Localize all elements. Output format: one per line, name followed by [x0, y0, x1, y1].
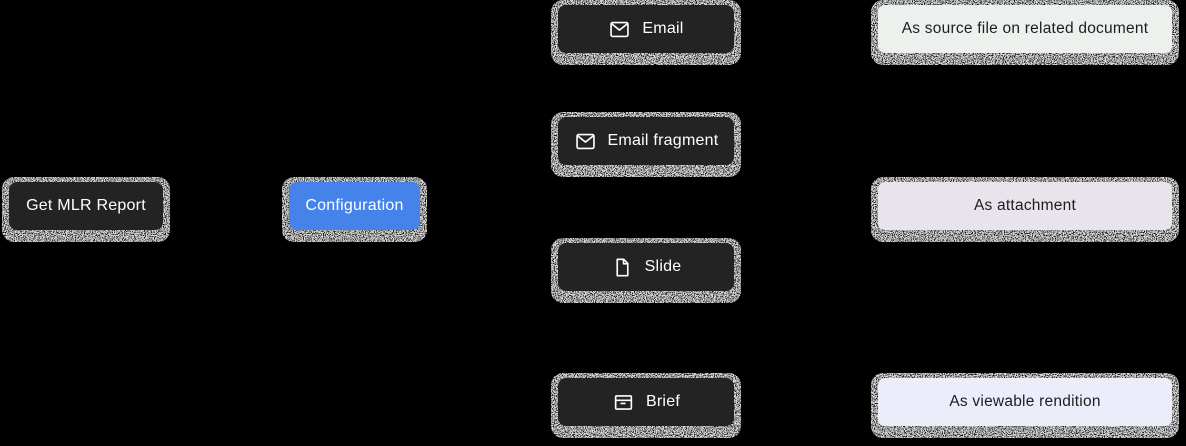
node-configuration[interactable]: Configuration	[289, 182, 420, 230]
node-label: Slide	[644, 258, 682, 275]
node-label: As source file on related document	[901, 20, 1149, 37]
node-as-viewable-rendition[interactable]: As viewable rendition	[878, 378, 1172, 426]
node-label: Get MLR Report	[26, 197, 146, 214]
node-label: As attachment	[973, 197, 1077, 214]
node-label: As viewable rendition	[949, 393, 1101, 410]
envelope-icon	[608, 18, 631, 41]
node-as-attachment[interactable]: As attachment	[878, 182, 1172, 230]
node-label: Brief	[645, 393, 681, 410]
node-email[interactable]: Email	[558, 5, 734, 53]
node-email-fragment[interactable]: Email fragment	[558, 117, 734, 165]
node-get-mlr-report[interactable]: Get MLR Report	[9, 182, 163, 230]
file-icon	[611, 256, 634, 279]
node-label: Configuration	[305, 197, 404, 214]
node-slide[interactable]: Slide	[558, 243, 734, 291]
archive-box-icon	[612, 391, 635, 414]
node-brief[interactable]: Brief	[558, 378, 734, 426]
node-label: Email fragment	[607, 132, 719, 149]
node-label: Email	[642, 20, 684, 37]
envelope-icon	[574, 130, 597, 153]
node-as-source-file-on-related-document[interactable]: As source file on related document	[878, 5, 1172, 53]
